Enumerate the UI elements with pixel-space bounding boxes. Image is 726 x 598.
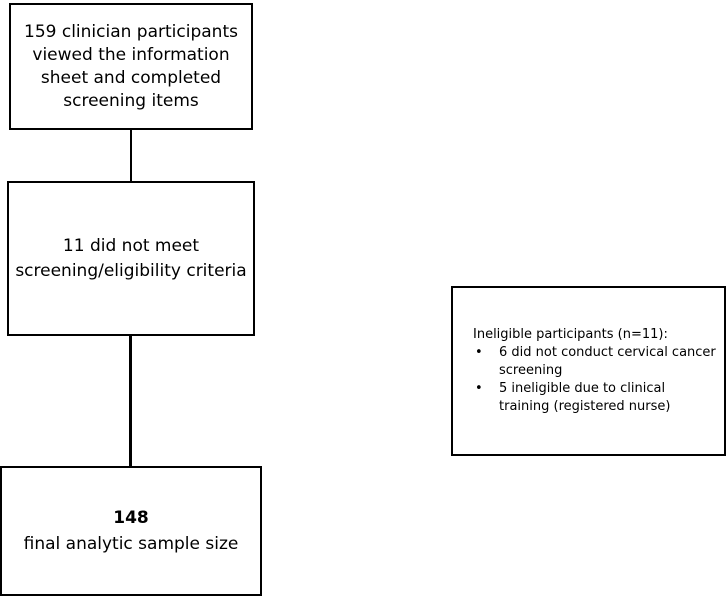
ineligible-title: Ineligible participants (n=11): [473, 327, 668, 342]
excluded-participants-box: 11 did not meet screening/eligibility cr… [7, 181, 255, 336]
ineligible-item-text: 6 did not conduct cervical cancer screen… [499, 345, 716, 378]
ineligible-item: • 5 ineligible due to clinical training … [473, 380, 716, 416]
final-sample-count: 148 [113, 508, 149, 528]
connector-excluded-to-final [129, 336, 132, 466]
ineligible-list: • 6 did not conduct cervical cancer scre… [473, 344, 716, 416]
ineligible-item-text: 5 ineligible due to clinical training (r… [499, 381, 671, 414]
screened-participants-box: 159 clinician participants viewed the in… [9, 3, 253, 130]
excluded-participants-text: 11 did not meet screening/eligibility cr… [15, 235, 247, 281]
ineligible-details-box: Ineligible participants (n=11): • 6 did … [451, 286, 726, 456]
bullet-icon: • [475, 345, 483, 360]
screened-participants-text: 159 clinician participants viewed the in… [24, 21, 238, 111]
final-sample-label: final analytic sample size [23, 534, 239, 554]
ineligible-item: • 6 did not conduct cervical cancer scre… [473, 344, 716, 380]
bullet-icon: • [475, 381, 483, 396]
connector-screened-to-excluded [130, 130, 132, 181]
final-sample-box: 148 final analytic sample size [0, 466, 262, 596]
